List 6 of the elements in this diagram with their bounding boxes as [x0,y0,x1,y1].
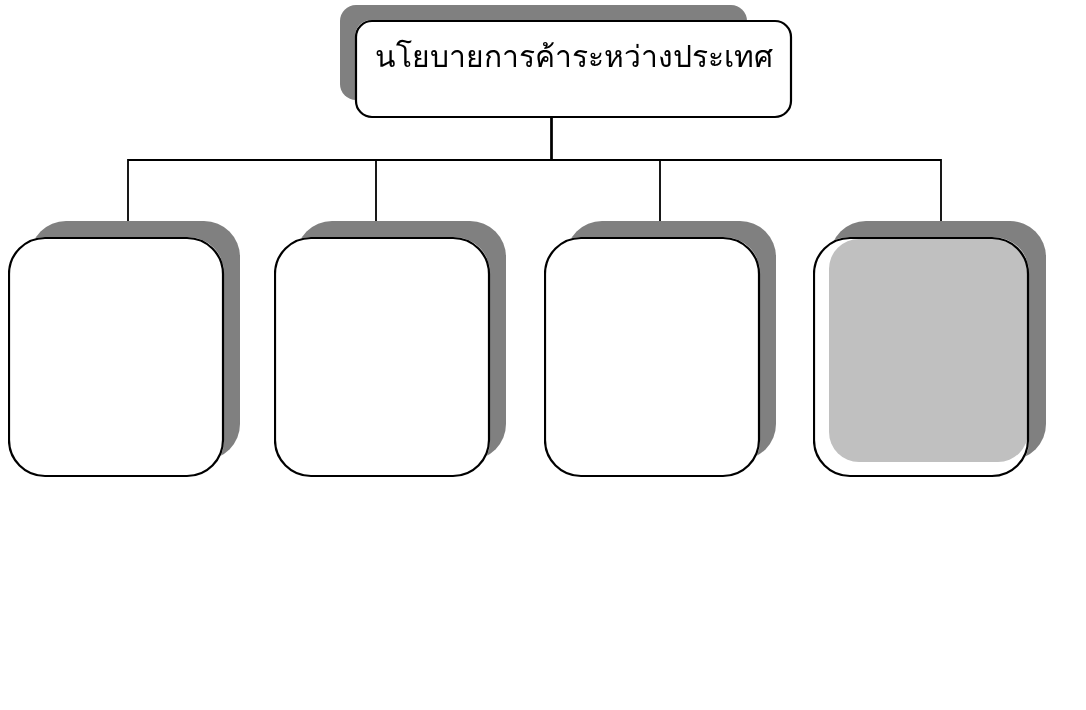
rounded-box [340,5,793,119]
rounded-box [544,221,777,478]
rounded-box [8,221,241,478]
rounded-box [274,221,507,478]
rounded-box [813,221,1047,478]
box-heading: นโยบายการค้าระหว่างประเทศ [374,38,773,77]
